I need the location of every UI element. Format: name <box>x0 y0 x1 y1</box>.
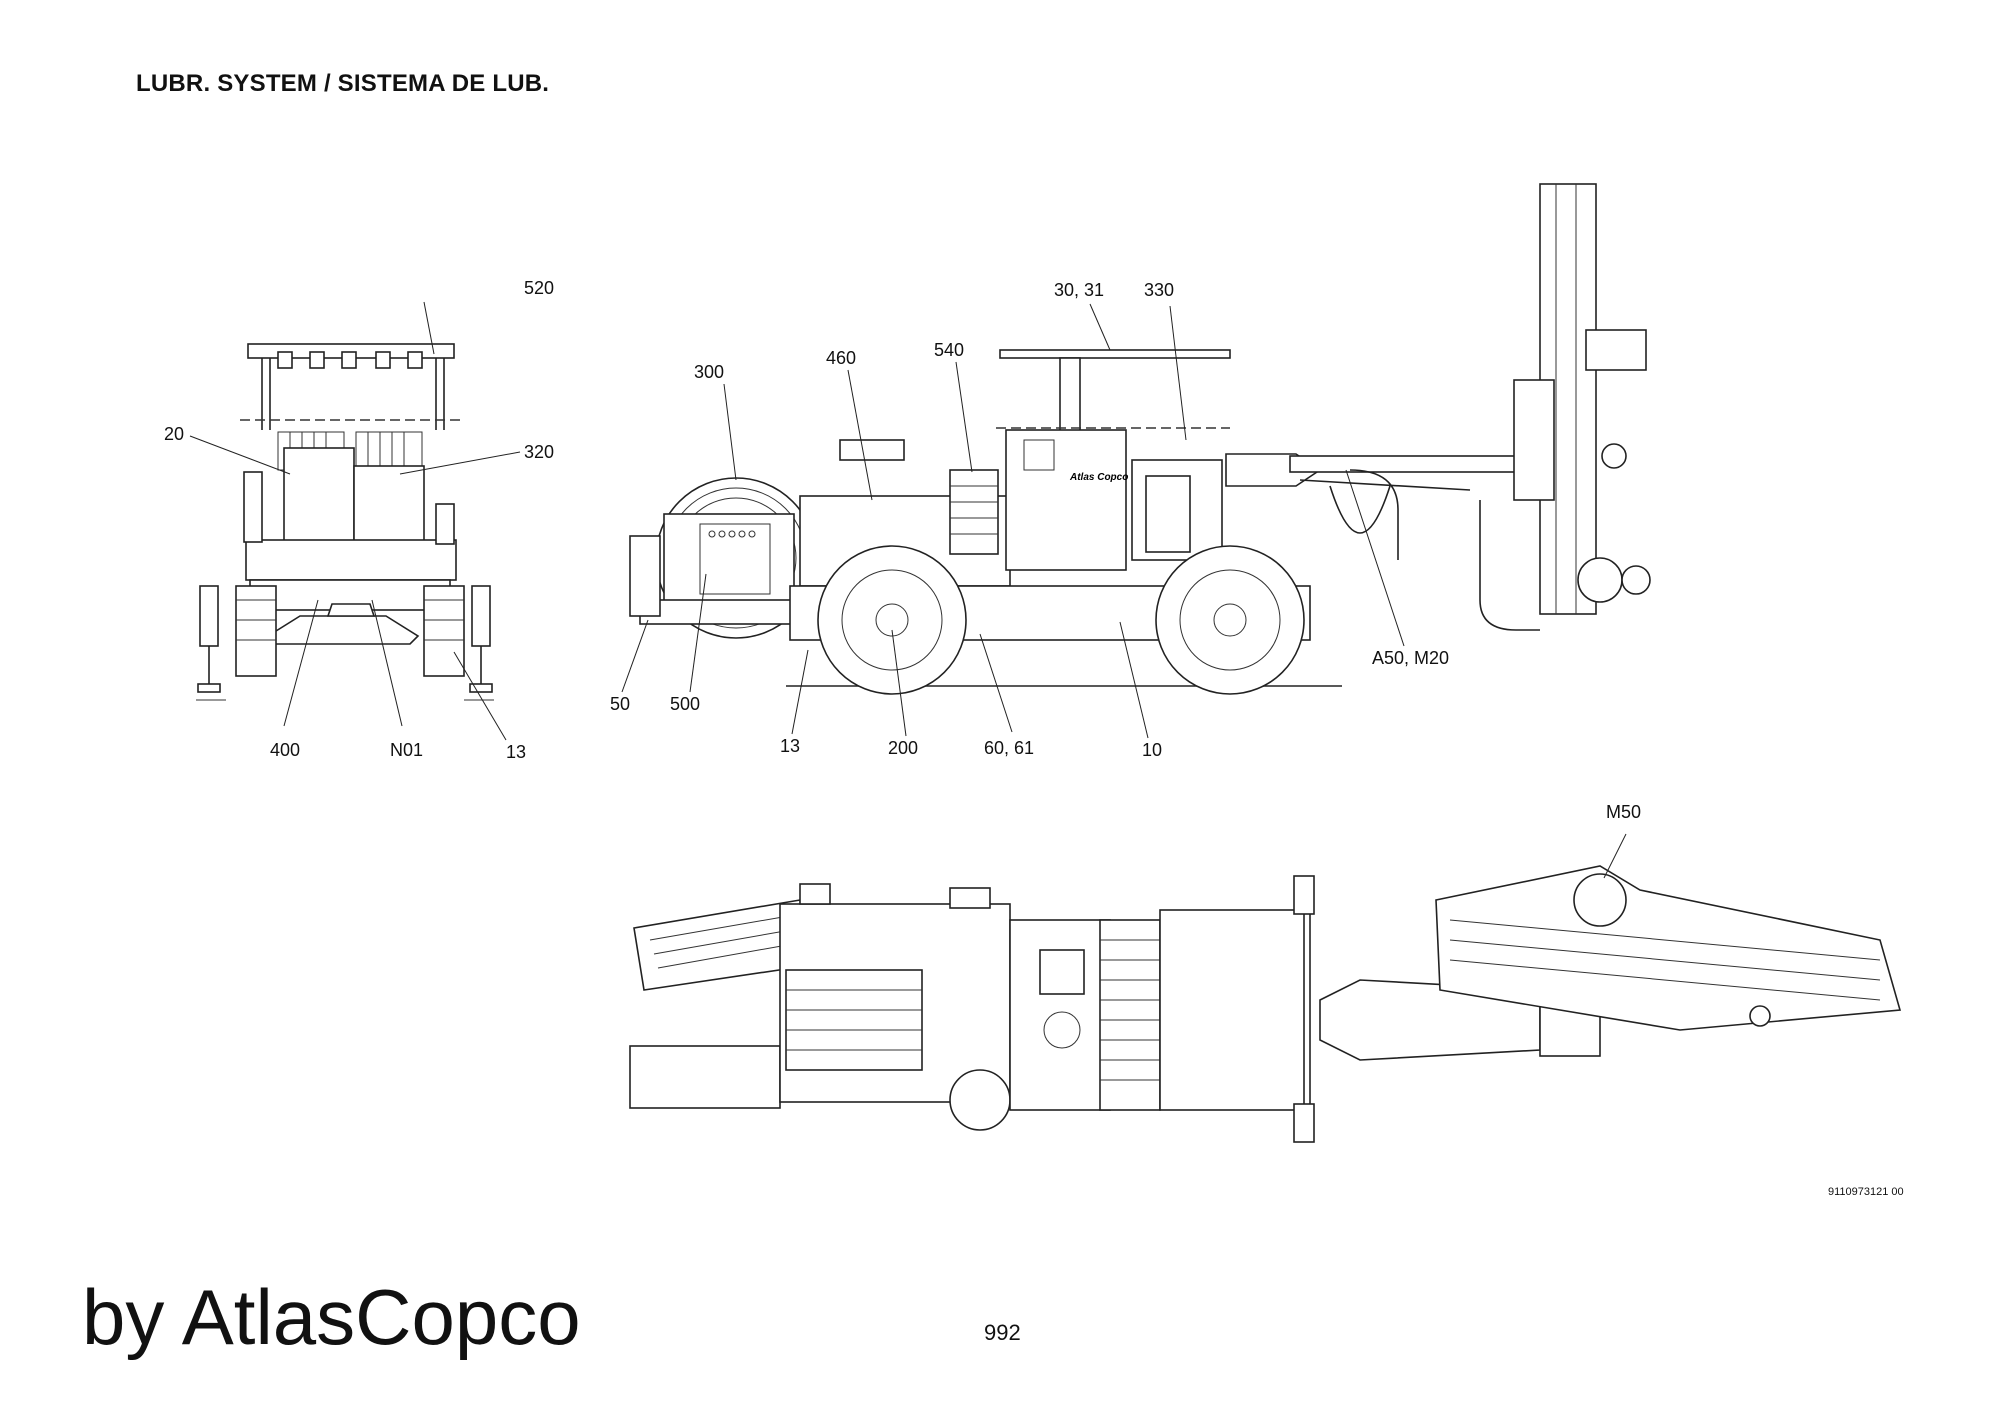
callout-60-61: 60, 61 <box>984 738 1034 758</box>
side-view: Atlas Copco <box>629 183 1651 695</box>
callout-20: 20 <box>164 424 184 444</box>
callout-540: 540 <box>934 340 964 360</box>
front-view <box>196 343 494 701</box>
page-number: 992 <box>984 1320 1021 1345</box>
callout-n01: N01 <box>390 740 423 760</box>
drawing-number: 9110973121 00 <box>1828 1186 1904 1198</box>
callout-330: 330 <box>1144 280 1174 300</box>
top-view <box>629 865 1902 1143</box>
callout-a50-m20: A50, M20 <box>1372 648 1449 668</box>
atlas-copco-decal: Atlas Copco <box>1069 472 1128 483</box>
callout-320: 320 <box>524 442 554 462</box>
page-title: LUBR. SYSTEM / SISTEMA DE LUB. <box>136 70 550 97</box>
callout-13-front: 13 <box>506 742 526 762</box>
callout-m50: M50 <box>1606 802 1641 822</box>
callout-300: 300 <box>694 362 724 382</box>
callout-500: 500 <box>670 694 700 714</box>
callout-520: 520 <box>524 278 554 298</box>
branding-text: by AtlasCopco <box>82 1273 581 1361</box>
callout-460: 460 <box>826 348 856 368</box>
callout-13-side: 13 <box>780 736 800 756</box>
callout-10: 10 <box>1142 740 1162 760</box>
callout-400: 400 <box>270 740 300 760</box>
callout-50: 50 <box>610 694 630 714</box>
callout-200: 200 <box>888 738 918 758</box>
callout-30-31: 30, 31 <box>1054 280 1104 300</box>
